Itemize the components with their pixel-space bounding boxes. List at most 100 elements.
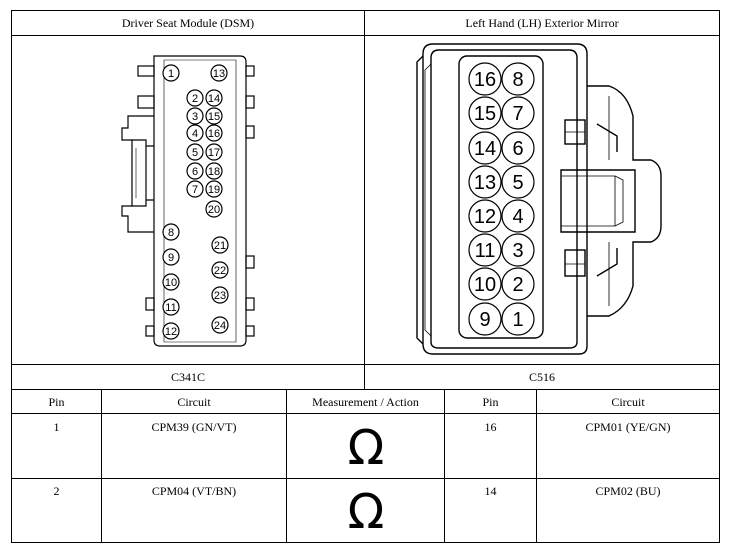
dsm-pin-13-label: 13 (213, 68, 225, 80)
dsm-pin-8-circle (162, 223, 180, 241)
dsm-pin-2-circle (186, 89, 204, 107)
mirror-pin-9-circle (468, 302, 502, 336)
col-line-2 (286, 389, 287, 543)
row1-ohm-symbol: Ω (347, 420, 385, 476)
mirror-pin-3-label: 3 (512, 240, 523, 262)
dsm-pin-11-label: 11 (165, 302, 176, 314)
dsm-pin-11-circle (162, 298, 180, 316)
header-circuit-b: Circuit (611, 394, 645, 409)
dsm-pin-19-label: 19 (208, 184, 220, 196)
mirror-pin-5-label: 5 (512, 172, 523, 194)
dsm-pin-7-label: 7 (192, 184, 198, 196)
mirror-pin-6-label: 6 (512, 138, 523, 160)
mirror-pin-11-label: 11 (475, 240, 496, 262)
divider-center (364, 10, 365, 390)
divider-row (11, 478, 720, 479)
dsm-pin-17-circle (205, 143, 223, 161)
row1-circuit-a: CPM39 (GN/VT) (151, 420, 237, 434)
dsm-pin-12-circle (162, 322, 180, 340)
row1-pin-b: 16 (484, 420, 497, 434)
dsm-pin-22-label: 22 (214, 265, 226, 277)
mirror-pin-5-circle (501, 165, 535, 199)
mirror-pin-13-circle (468, 165, 502, 199)
divider-header (11, 413, 720, 414)
dsm-pin-24-label: 24 (214, 320, 226, 332)
row1-pin-a: 1 (53, 420, 60, 434)
border-bottom (11, 542, 720, 543)
mirror-pin-4-circle (501, 199, 535, 233)
header-pin-b: Pin (482, 394, 499, 409)
right-connector-label: C516 (528, 370, 555, 384)
mirror-pin-15-label: 15 (474, 103, 496, 125)
row1-circuit-b: CPM01 (YE/GN) (585, 420, 671, 434)
dsm-pin-20-label: 20 (208, 204, 220, 216)
header-circuit-a: Circuit (177, 394, 211, 409)
divider-connector-label (11, 389, 720, 390)
dsm-pin-21-circle (211, 236, 229, 254)
border-right (719, 10, 720, 543)
right-connector-title: Left Hand (LH) Exterior Mirror (465, 16, 619, 30)
dsm-pin-21-label: 21 (214, 240, 226, 252)
dsm-pin-10-label: 10 (165, 277, 177, 289)
mirror-pin-7-label: 7 (512, 103, 523, 125)
header-measurement: Measurement / Action (312, 394, 419, 409)
mirror-pin-2-circle (501, 267, 535, 301)
mirror-pin-13-label: 13 (474, 172, 496, 194)
mirror-pin-8-circle (501, 62, 535, 96)
row2-circuit-a: CPM04 (VT/BN) (151, 484, 237, 498)
dsm-pin-16-circle (205, 124, 223, 142)
divider-title (11, 35, 720, 36)
header-pin-a: Pin (48, 394, 65, 409)
dsm-pin-4-circle (186, 124, 204, 142)
mirror-pin-9-label: 9 (479, 309, 490, 331)
dsm-pin-14-circle (205, 89, 223, 107)
mirror-pin-15-circle (468, 96, 502, 130)
dsm-pin-6-label: 6 (192, 166, 198, 178)
dsm-pin-22-circle (211, 261, 229, 279)
mirror-pin-14-circle (468, 131, 502, 165)
mirror-pin-14-label: 14 (474, 138, 496, 160)
mirror-pin-16-circle (468, 62, 502, 96)
mirror-pin-3-circle (501, 233, 535, 267)
dsm-pin-9-label: 9 (168, 252, 174, 264)
dsm-pin-9-circle (162, 248, 180, 266)
mirror-pin-2-label: 2 (512, 274, 523, 296)
border-top (11, 10, 720, 11)
mirror-pin-10-label: 10 (474, 274, 496, 296)
dsm-pin-19-circle (205, 180, 223, 198)
mirror-pin-6-circle (501, 131, 535, 165)
divider-diagram (11, 364, 720, 365)
dsm-pin-2-label: 2 (192, 93, 198, 105)
dsm-pin-13-circle (210, 64, 228, 82)
border-left (11, 10, 12, 543)
dsm-pin-20-circle (205, 200, 223, 218)
row2-pin-a: 2 (53, 484, 60, 498)
dsm-pin-18-circle (205, 162, 223, 180)
dsm-pin-12-label: 12 (165, 326, 177, 338)
col-line-1 (101, 389, 102, 543)
dsm-pin-10-circle (162, 273, 180, 291)
row2-ohm-symbol: Ω (347, 484, 385, 540)
row2-circuit-b: CPM02 (BU) (595, 484, 661, 498)
dsm-pin-1-circle (162, 64, 180, 82)
dsm-pin-5-label: 5 (192, 147, 198, 159)
dsm-pin-18-label: 18 (208, 166, 220, 178)
dsm-pin-6-circle (186, 162, 204, 180)
dsm-pin-15-label: 15 (208, 111, 220, 123)
left-connector-label: C341C (170, 370, 205, 384)
dsm-pin-1-label: 1 (168, 68, 174, 80)
dsm-pin-23-circle (211, 286, 229, 304)
dsm-pin-3-label: 3 (192, 111, 198, 123)
row2-pin-b: 14 (484, 484, 497, 498)
mirror-connector-body (416, 43, 662, 355)
dsm-pin-17-label: 17 (208, 147, 220, 159)
dsm-pin-24-circle (211, 316, 229, 334)
mirror-pin-4-label: 4 (512, 206, 523, 228)
mirror-pin-8-label: 8 (512, 69, 523, 91)
dsm-pin-14-label: 14 (208, 93, 220, 105)
dsm-pin-7-circle (186, 180, 204, 198)
